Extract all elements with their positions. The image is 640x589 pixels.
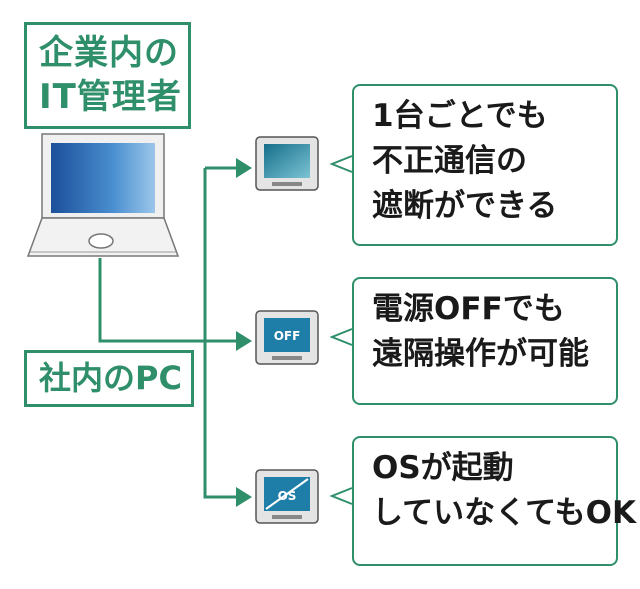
it-admin-line1: 企業内の — [39, 33, 179, 73]
callout3-line2: していなくてもOK — [372, 495, 636, 531]
arrowheads — [236, 158, 252, 507]
device-pc3-icon: OS — [255, 469, 319, 524]
company-pc-label: 社内のPC — [24, 350, 194, 407]
connector-lines — [98, 166, 238, 499]
callout1-line2: 不正通信の — [372, 143, 527, 179]
callout1-line3: 遮断ができる — [372, 188, 558, 224]
callout1-line1: 1台ごとでも — [372, 98, 548, 134]
trunk-line — [203, 168, 238, 499]
off-badge: OFF — [274, 329, 301, 343]
callout2-line2: 遠隔操作が可能 — [372, 336, 589, 372]
device-pc2-icon: OFF — [255, 310, 319, 365]
callout-remote-power-off: 電源OFFでも 遠隔操作が可能 — [352, 277, 618, 405]
callout-os-not-running: OSが起動 していなくてもOK — [352, 436, 636, 566]
laptop-icon — [26, 133, 180, 257]
slash-icon — [265, 478, 309, 510]
device-pc1-icon — [255, 136, 319, 191]
arrow-pc3-icon — [236, 487, 252, 507]
callout-pointers — [329, 155, 353, 505]
callout3-line1: OSが起動 — [372, 450, 514, 486]
callout-block-traffic: 1台ごとでも 不正通信の 遮断ができる — [352, 84, 618, 246]
it-admin-label: 企業内の IT管理者 — [24, 22, 191, 129]
laptop-to-pc2-line — [98, 258, 238, 343]
arrow-pc2-icon — [236, 331, 252, 351]
it-admin-line2: IT管理者 — [39, 77, 182, 117]
arrow-pc1-icon — [236, 158, 252, 178]
callout2-line1: 電源OFFでも — [372, 291, 565, 327]
os-badge: OS — [278, 489, 297, 503]
